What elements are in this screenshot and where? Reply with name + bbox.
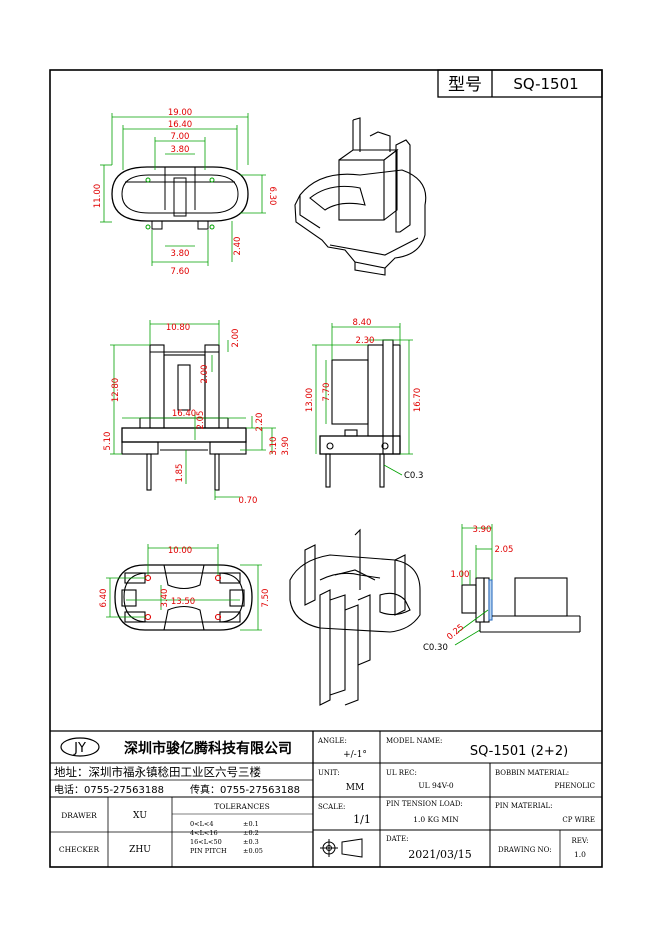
rev-value: 1.0 bbox=[574, 850, 586, 859]
company-logo: JY bbox=[73, 741, 86, 756]
dim-front-12-8: 12.80 bbox=[111, 378, 121, 402]
checker-value: ZHU bbox=[129, 845, 151, 855]
dim-bottom-13-5: 13.50 bbox=[171, 597, 195, 607]
dim-top-3-8b: 3.80 bbox=[171, 249, 190, 259]
dim-front-3-1: 3.10 bbox=[269, 437, 279, 456]
dim-bottom-3-4: 3.40 bbox=[160, 589, 170, 608]
dim-front-5-1: 5.10 bbox=[103, 432, 113, 451]
dim-bottom-7-5: 7.50 bbox=[261, 589, 271, 608]
ul-value: UL 94V-0 bbox=[418, 781, 453, 790]
dim-front-2-05: 2.05 bbox=[196, 411, 206, 430]
tol-range-0: 0<L<4 bbox=[190, 820, 213, 828]
dim-side-16-7: 16.70 bbox=[413, 388, 423, 412]
dim-side-13: 13.00 bbox=[305, 388, 315, 412]
bobbin-label: BOBBIN MATERIAL: bbox=[495, 769, 569, 777]
dim-front-10-8: 10.80 bbox=[166, 323, 190, 333]
scale-label: SCALE: bbox=[318, 803, 345, 811]
date-label: DATE: bbox=[386, 835, 408, 843]
header-model-box: 型号 SQ-1501 bbox=[437, 69, 603, 98]
dim-detail-c0-3: C0.30 bbox=[423, 643, 448, 653]
dim-top-7: 7.00 bbox=[171, 132, 190, 142]
date-value: 2021/03/15 bbox=[408, 848, 471, 861]
company-fax: 传真：0755-27563188 bbox=[190, 783, 300, 796]
dim-top-16-4: 16.40 bbox=[168, 120, 192, 130]
dim-side-8-4: 8.40 bbox=[353, 318, 372, 328]
detail-view bbox=[461, 577, 581, 633]
dim-detail-1: 1.00 bbox=[451, 570, 470, 580]
tol-range-2: 16<L<50 bbox=[190, 838, 222, 846]
dim-front-2-2: 2.20 bbox=[255, 413, 265, 432]
pin-tension-label: PIN TENSION LOAD: bbox=[386, 800, 463, 808]
dim-detail-2-05: 2.05 bbox=[495, 545, 514, 555]
dim-side-c0-3: C0.3 bbox=[404, 471, 423, 481]
dim-top-3-8a: 3.80 bbox=[171, 145, 190, 155]
tol-value-1: ±0.2 bbox=[243, 829, 259, 837]
bottom-view-dims bbox=[106, 544, 262, 631]
rev-label: REV: bbox=[571, 837, 588, 845]
iso-view-upper bbox=[294, 117, 427, 276]
projection-symbol-icon bbox=[320, 838, 363, 858]
model-value: SQ-1501 bbox=[513, 75, 578, 93]
model-name-value: SQ-1501 (2+2) bbox=[470, 744, 568, 759]
tol-value-3: ±0.05 bbox=[243, 847, 263, 855]
bobbin-value: PHENOLIC bbox=[554, 782, 595, 790]
drawer-label: DRAWER bbox=[61, 811, 97, 820]
detail-view-dims bbox=[454, 524, 493, 646]
top-view-dims bbox=[100, 113, 266, 266]
dim-top-11: 11.00 bbox=[93, 184, 103, 208]
dim-front-2b: 2.00 bbox=[200, 365, 210, 384]
dim-front-3-9: 3.90 bbox=[281, 437, 291, 456]
angle-label: ANGLE: bbox=[317, 737, 347, 745]
dim-front-0-7: 0.70 bbox=[239, 496, 258, 506]
angle-value: +/-1° bbox=[343, 750, 367, 760]
front-view-dims bbox=[110, 320, 276, 500]
dim-bottom-10: 10.00 bbox=[168, 546, 192, 556]
company-name: 深圳市骏亿腾科技有限公司 bbox=[124, 740, 292, 757]
iso-view-lower bbox=[289, 528, 421, 706]
sheet-border bbox=[49, 69, 603, 868]
dim-side-7-7: 7.70 bbox=[322, 383, 332, 402]
checker-label: CHECKER bbox=[59, 845, 100, 854]
tol-range-1: 4<L<16 bbox=[190, 829, 218, 837]
model-name-label: MODEL NAME: bbox=[386, 737, 442, 745]
dim-top-7-6: 7.60 bbox=[171, 267, 190, 277]
tol-value-0: ±0.1 bbox=[243, 820, 259, 828]
dim-front-2a: 2.00 bbox=[231, 329, 241, 348]
dim-front-1-85: 1.85 bbox=[175, 464, 185, 483]
dim-detail-0-25: 0.25 bbox=[445, 623, 466, 643]
top-view bbox=[111, 166, 249, 230]
pin-material-label: PIN MATERIAL: bbox=[495, 802, 553, 810]
ul-label: UL REC: bbox=[386, 769, 417, 777]
tol-range-3: PIN PITCH bbox=[190, 847, 227, 855]
scale-value: 1/1 bbox=[353, 813, 371, 826]
model-label: 型号 bbox=[448, 75, 482, 95]
dim-top-2-4: 2.40 bbox=[233, 237, 243, 256]
side-view-dims bbox=[312, 323, 413, 476]
dim-top-19: 19.00 bbox=[168, 108, 192, 118]
title-block bbox=[50, 730, 602, 867]
pin-tension-value: 1.0 KG MIN bbox=[413, 815, 459, 824]
side-view bbox=[319, 339, 401, 488]
dim-front-16-4: 16.40 bbox=[172, 409, 196, 419]
tol-value-2: ±0.3 bbox=[243, 838, 259, 846]
dim-bottom-6-4: 6.40 bbox=[99, 589, 109, 608]
unit-label: UNIT: bbox=[318, 769, 340, 777]
company-phone: 电话：0755-27563188 bbox=[54, 783, 164, 796]
dim-top-6-3: 6.30 bbox=[267, 187, 277, 206]
pin-material-value: CP WIRE bbox=[562, 816, 595, 824]
unit-value: MM bbox=[346, 783, 364, 793]
drawer-value: XU bbox=[133, 811, 147, 821]
tolerances-label: TOLERANCES bbox=[214, 802, 270, 811]
dim-side-2-3: 2.30 bbox=[356, 336, 375, 346]
drawing-no-label: DRAWING NO: bbox=[498, 846, 552, 854]
company-address: 地址：深圳市福永镇稔田工业区六号三楼 bbox=[54, 765, 261, 779]
dim-detail-3-9: 3.90 bbox=[473, 525, 492, 535]
